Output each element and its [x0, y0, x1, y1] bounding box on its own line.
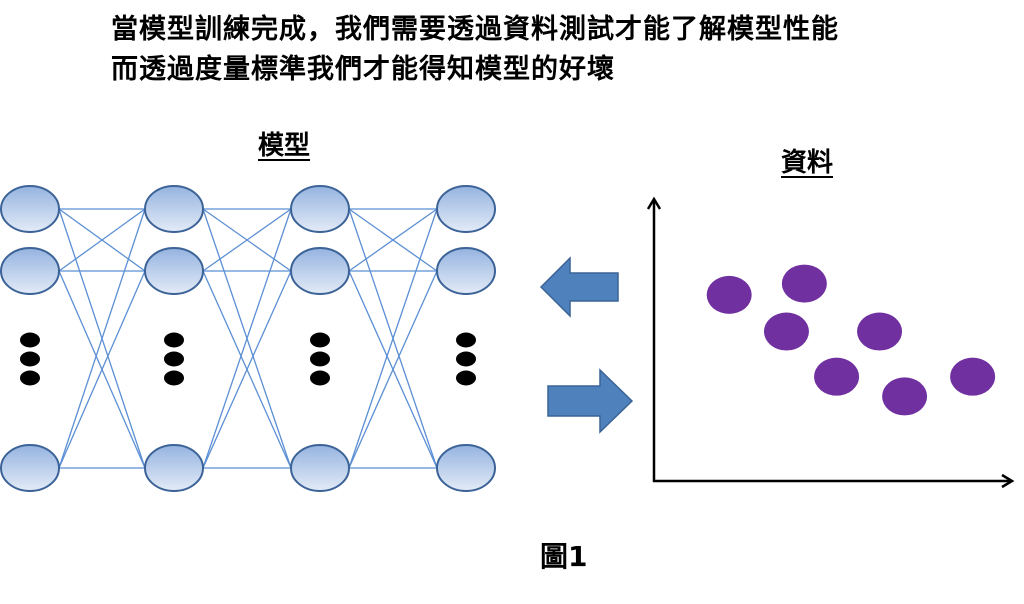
ellipsis-dot — [164, 351, 184, 367]
data-point — [950, 357, 996, 396]
network-node — [436, 247, 496, 295]
data-point — [814, 357, 860, 396]
network-node — [436, 185, 496, 233]
ellipsis-dot — [164, 332, 184, 348]
network-node — [290, 444, 350, 492]
figure-label: 圖1 — [540, 540, 588, 573]
network-node — [144, 444, 204, 492]
network-edge — [202, 208, 292, 272]
ellipsis-dot — [456, 351, 476, 367]
ellipsis-dot — [20, 351, 40, 367]
network-edge — [58, 208, 146, 469]
data-point — [857, 312, 903, 351]
data-point — [706, 275, 752, 314]
network-edges — [58, 208, 438, 469]
data-title: 資料 — [781, 148, 834, 178]
caption-line-2: 而透過度量標準我們才能得知模型的好壞 — [111, 54, 615, 85]
network-nodes — [0, 185, 496, 492]
ellipsis-dot — [310, 370, 330, 386]
ellipsis-dot — [164, 370, 184, 386]
scatter-points — [706, 264, 996, 416]
network-node — [0, 247, 60, 295]
network-edge — [58, 208, 146, 272]
ellipsis-dot — [20, 370, 40, 386]
ellipsis-dots — [20, 332, 476, 386]
network-node — [290, 185, 350, 233]
ellipsis-dot — [20, 332, 40, 348]
network-edge — [348, 208, 438, 469]
network-edge — [348, 270, 438, 469]
caption-line-1: 當模型訓練完成，我們需要透過資料測試才能了解模型性能 — [111, 14, 839, 45]
model-title: 模型 — [258, 131, 311, 161]
network-node — [0, 444, 60, 492]
right-arrow-icon — [547, 368, 634, 434]
data-point — [763, 312, 809, 351]
y-axis-arrowhead-icon — [646, 196, 662, 210]
ellipsis-dot — [456, 332, 476, 348]
ellipsis-dot — [456, 370, 476, 386]
x-axis-arrowhead-icon — [1001, 473, 1015, 489]
network-node — [290, 247, 350, 295]
data-point — [882, 377, 928, 416]
network-node — [0, 185, 60, 233]
network-edge — [58, 270, 146, 469]
network-edge — [202, 208, 292, 469]
network-node — [144, 247, 204, 295]
left-arrow-icon — [539, 256, 619, 318]
network-node — [436, 444, 496, 492]
network-edge — [348, 208, 438, 272]
network-edge — [202, 270, 292, 469]
ellipsis-dot — [310, 351, 330, 367]
scatter-axes — [646, 196, 1015, 489]
ellipsis-dot — [310, 332, 330, 348]
data-point — [781, 264, 827, 303]
network-node — [144, 185, 204, 233]
